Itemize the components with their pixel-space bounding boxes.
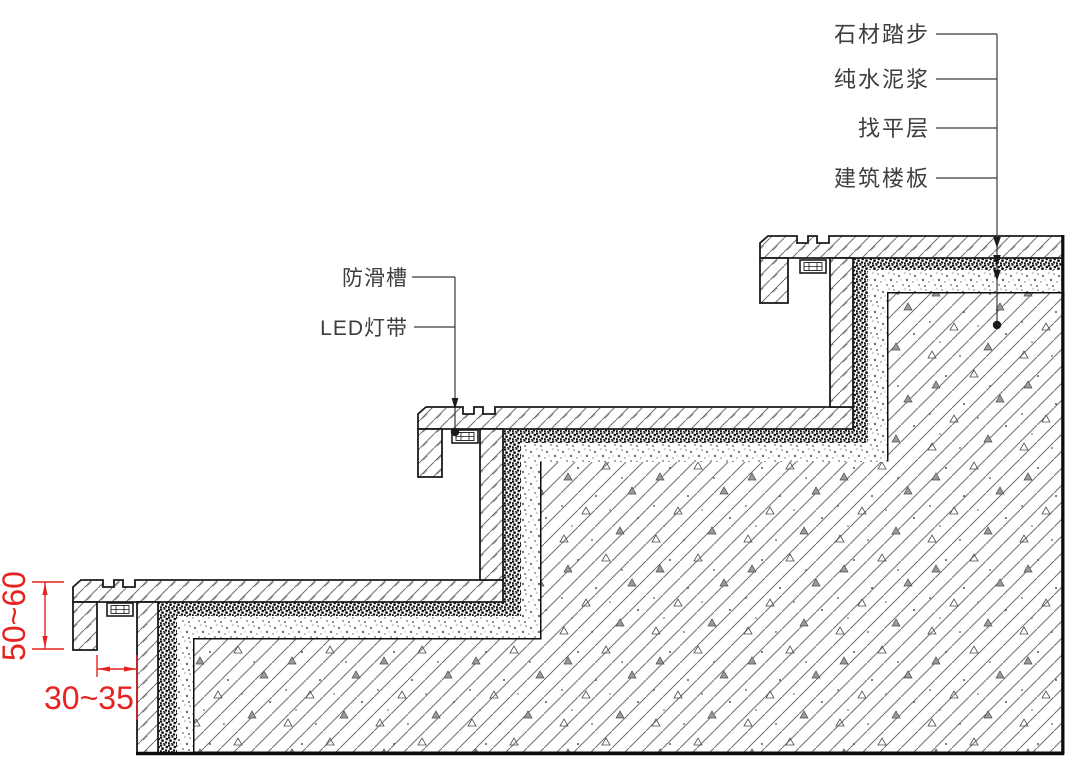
riser-top (829, 257, 854, 408)
dimension-50-60: 50~60 (0, 571, 64, 661)
tread-middle (417, 406, 854, 430)
label-leveling-layer: 找平层 (858, 116, 930, 141)
dim-value-30-35: 30~35 (44, 680, 134, 716)
tread-bottom (72, 579, 504, 603)
nosing-leg-middle (417, 428, 443, 478)
right-callouts: 石材踏步 纯水泥浆 找平层 建筑楼板 (834, 22, 1002, 330)
riser-middle (479, 428, 504, 581)
cement-slurry-layer (158, 258, 1063, 753)
leader-dot-slab (992, 320, 1002, 330)
label-stone-tread: 石材踏步 (834, 22, 930, 47)
leader-dot-led (450, 427, 460, 437)
label-led-strip: LED灯带 (320, 317, 408, 340)
leader-arrow-cement (993, 255, 1001, 266)
led-strip-top (799, 259, 827, 274)
riser-bottom (136, 601, 159, 754)
led-strip-bottom (106, 602, 134, 617)
dimension-30-35: 30~35 (44, 655, 138, 720)
tread-top (759, 235, 1064, 259)
nosing-leg-bottom (72, 601, 98, 651)
leveling-layer (177, 270, 1063, 753)
label-cement-slurry: 纯水泥浆 (834, 67, 930, 92)
label-building-slab: 建筑楼板 (834, 166, 930, 191)
left-callouts: 防滑槽 LED灯带 (320, 267, 460, 437)
stone-treads (72, 235, 1064, 754)
concrete-slab (191, 290, 1065, 755)
dim-value-50-60: 50~60 (0, 571, 32, 661)
leader-arrow-stone (993, 237, 1001, 248)
label-antislip-groove: 防滑槽 (342, 267, 408, 290)
nosing-leg-top (759, 257, 789, 304)
leader-arrow-leveling (993, 270, 1001, 281)
leader-arrow-groove (451, 398, 459, 410)
